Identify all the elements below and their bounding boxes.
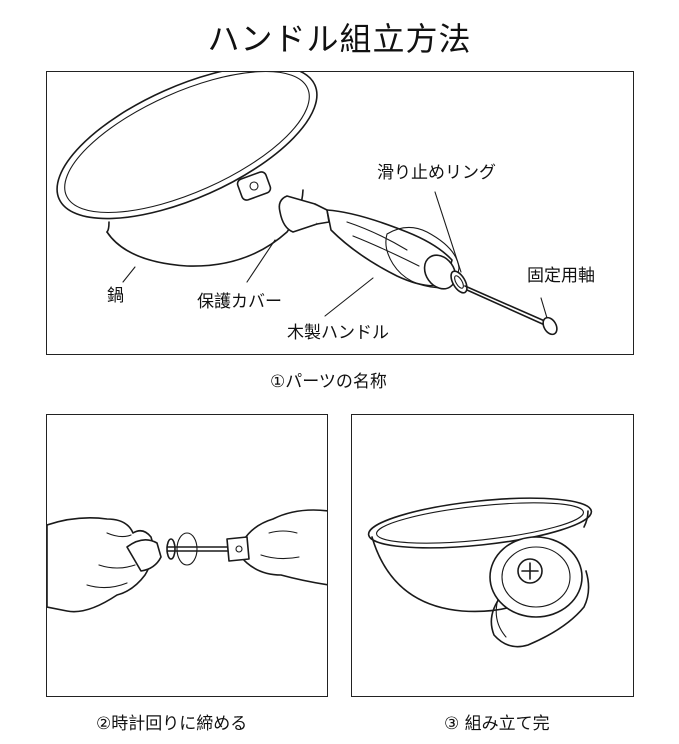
label-cover: 保護カバー xyxy=(197,292,282,312)
parts-diagram-panel: 鍋 保護カバー 木製ハンドル 滑り止めリング 固定用軸 xyxy=(46,71,634,355)
caption-parts: ①パーツの名称 xyxy=(270,372,387,392)
page-title: ハンドル組立方法 xyxy=(207,20,472,58)
leader-lines xyxy=(122,191,548,319)
pot-illustration xyxy=(56,72,318,267)
ring-illustration xyxy=(450,270,468,294)
complete-panel xyxy=(351,414,634,697)
right-hand-illustration xyxy=(226,509,327,586)
label-pot: 鍋 xyxy=(107,286,124,306)
parts-illustration xyxy=(56,72,558,336)
caption-tighten: ②時計回りに締める xyxy=(96,714,248,734)
label-shaft: 固定用軸 xyxy=(527,266,595,286)
handle-end-illustration xyxy=(126,532,228,572)
label-handle: 木製ハンドル xyxy=(287,323,389,343)
complete-illustration xyxy=(367,497,593,648)
tighten-illustration xyxy=(47,509,327,613)
shaft-illustration xyxy=(464,285,558,336)
handle-illustration xyxy=(326,209,460,290)
left-hand-illustration xyxy=(47,517,154,613)
tighten-panel xyxy=(46,414,328,697)
label-ring: 滑り止めリング xyxy=(377,163,496,183)
cover-illustration xyxy=(278,195,330,233)
mounted-handle-illustration xyxy=(489,536,590,648)
caption-complete: ③ 組み立て完 xyxy=(444,714,550,734)
